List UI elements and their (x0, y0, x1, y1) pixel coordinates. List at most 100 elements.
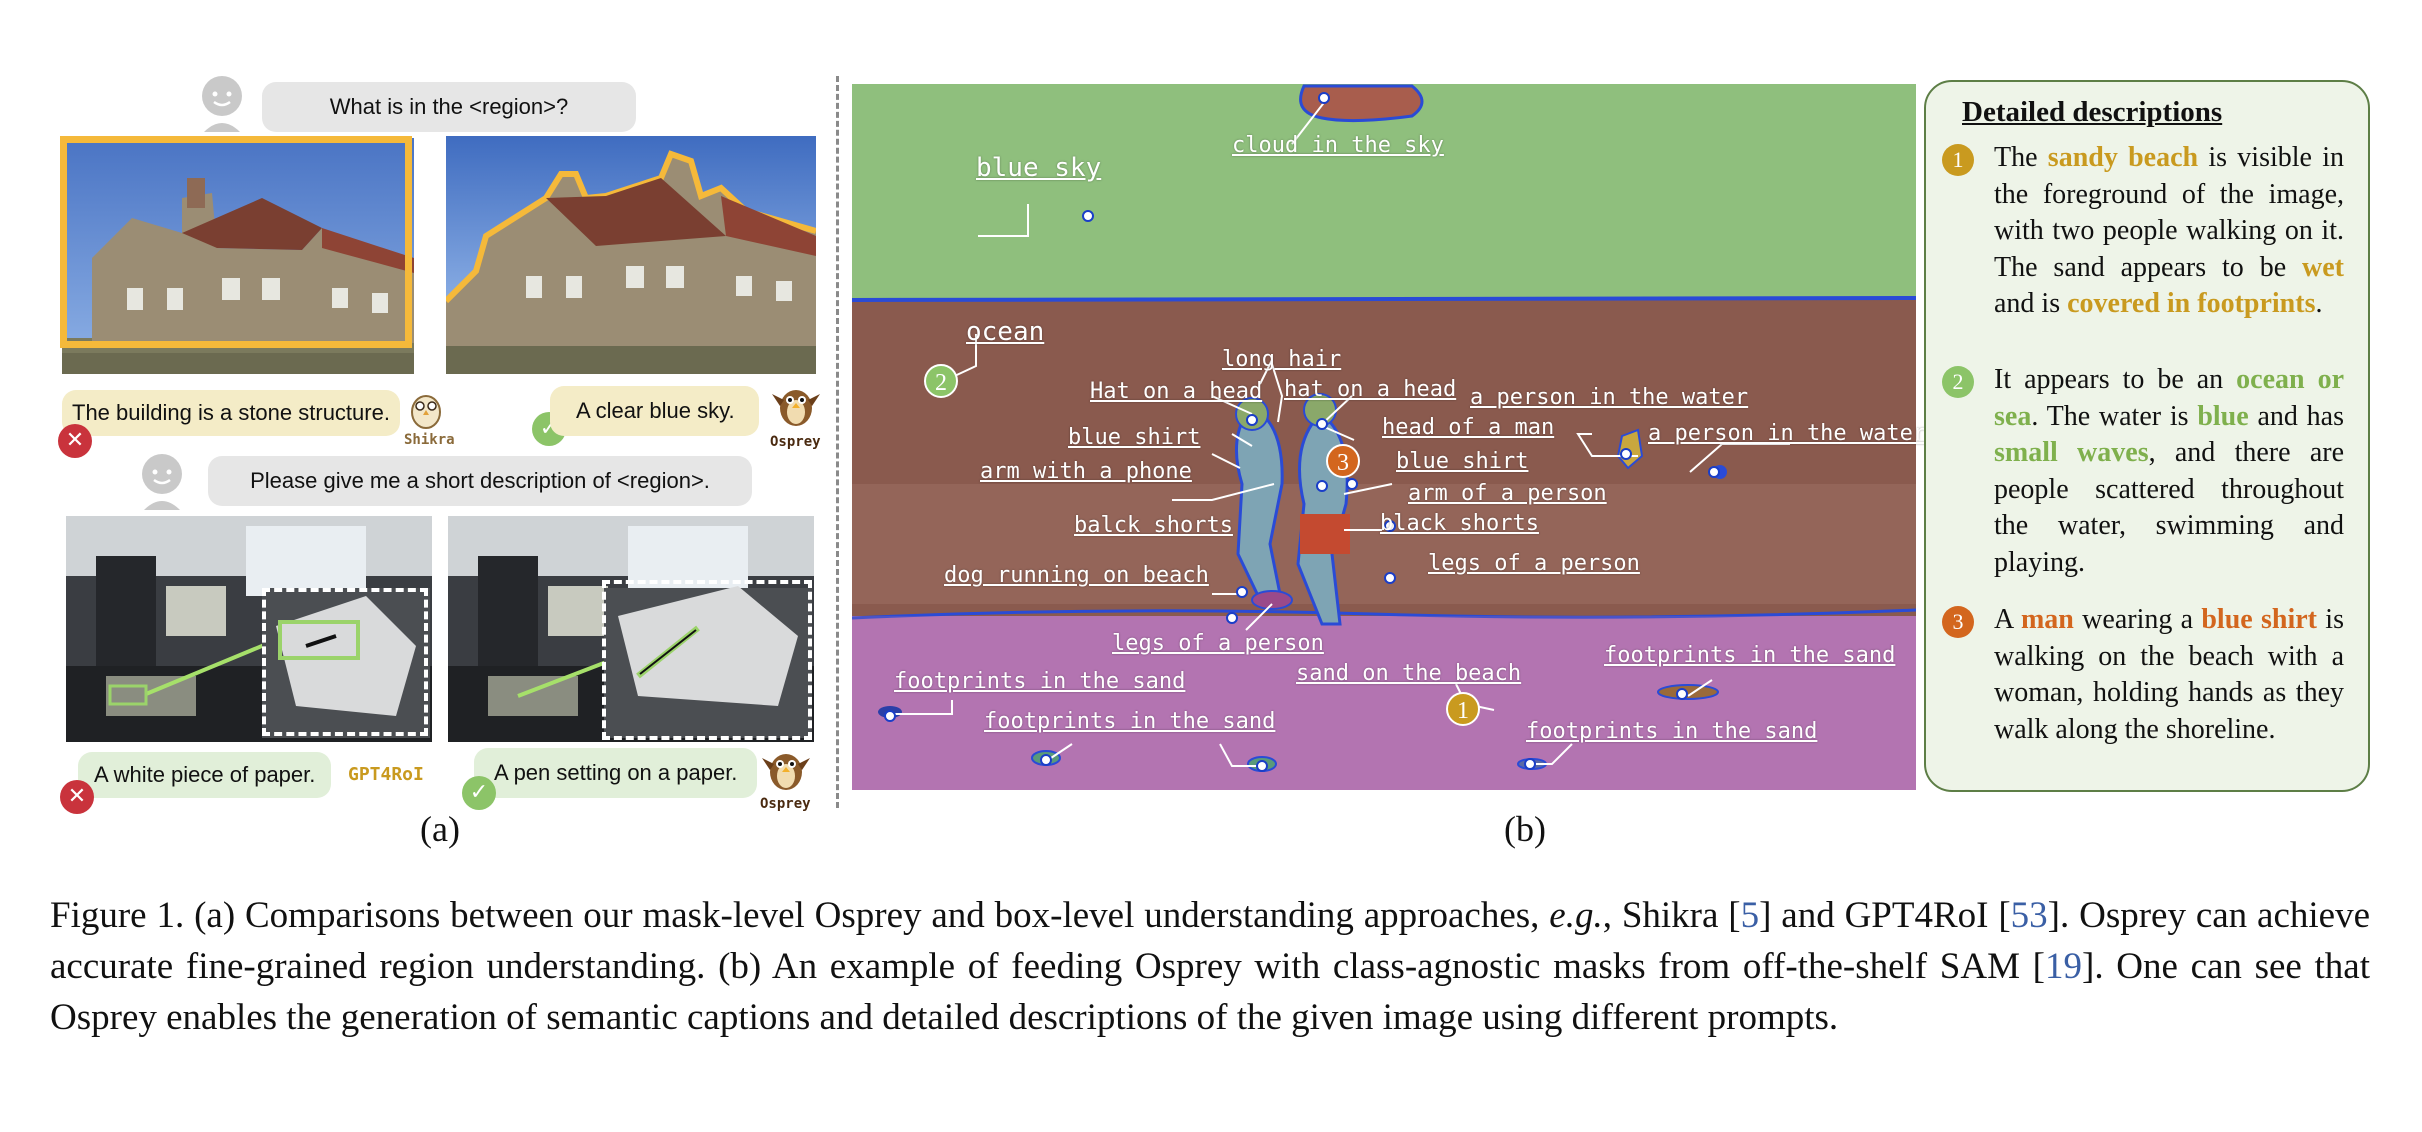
citation-link[interactable]: 19 (2045, 946, 2082, 987)
desc-text: . (2315, 288, 2323, 319)
office-photo-mask (448, 516, 814, 742)
label-hat-1: Hat on a head (1090, 379, 1263, 404)
citation-link[interactable]: 53 (2010, 895, 2048, 936)
orange-bounding-box (60, 136, 412, 348)
label-long-hair: long hair (1222, 347, 1342, 372)
desc-highlight: blue shirt (2201, 604, 2318, 635)
anchor-dot (1318, 92, 1330, 104)
shikra-owl-icon (411, 395, 441, 429)
subfigure-label-b: (b) (1504, 809, 1546, 849)
anchor-dot (1040, 754, 1052, 766)
label-cloud: cloud in the sky (1232, 133, 1444, 158)
description-2: It appears to be an ocean or sea. The wa… (1994, 362, 2344, 581)
gpt4roi-answer-bubble: A white piece of paper. (78, 752, 332, 798)
panel-divider (836, 76, 839, 808)
desc-text: is walking on the beach with a woman, ho… (1994, 604, 2344, 745)
figure-caption: Figure 1. (a) Comparisons between our ma… (50, 890, 2370, 1043)
label-ocean: ocean (966, 317, 1045, 347)
label-footprints-2: footprints in the sand (984, 709, 1276, 734)
office-photo-box (66, 516, 432, 742)
zoom-dashed-frame-left (262, 588, 428, 736)
cross-icon-2: ✕ (60, 780, 94, 814)
label-blue-shirt-1: blue shirt (1068, 425, 1201, 450)
question-bubble-1: What is in the <region>? (262, 82, 636, 132)
desc-highlight: sandy beach (2047, 142, 2199, 173)
building-photo-box (62, 138, 414, 374)
osprey-label-2: Osprey (760, 796, 811, 812)
caption-text: e.g. (1549, 895, 1603, 936)
desc-text: The (1994, 142, 2048, 173)
desc-text: , and there are people scattered through… (1994, 437, 2344, 578)
caption-text: Figure 1. (a) Comparisons between our ma… (50, 895, 1550, 936)
building-image (62, 138, 414, 374)
osprey-answer-bubble-2: A pen setting on a paper. (474, 748, 758, 798)
user-avatar-icon (202, 76, 242, 132)
anchor-dot (1082, 210, 1094, 222)
label-person-water-2: a person in the water (1648, 421, 1927, 446)
caption-text: ]. One can see that Osprey enables the g… (50, 946, 2370, 1038)
desc-highlight: covered in footprints (2067, 288, 2316, 319)
detailed-descriptions-panel: Detailed descriptions 1 The sandy beach … (1924, 80, 2370, 792)
desc-text: and is (1994, 288, 2068, 319)
label-head-man: head of a man (1382, 415, 1555, 440)
marker-2: 2 (924, 364, 958, 398)
caption-text: , Shikra [ (1602, 895, 1741, 936)
panel-title: Detailed descriptions (1962, 96, 2223, 128)
cross-icon: ✕ (58, 424, 92, 458)
label-arm-phone: arm with a phone (980, 459, 1192, 484)
anchor-dot (1316, 480, 1328, 492)
label-balck-shorts: balck shorts (1074, 513, 1233, 538)
label-footprints-4: footprints in the sand (1526, 719, 1818, 744)
desc-number-2: 2 (1942, 366, 1974, 398)
anchor-dot (1246, 414, 1258, 426)
label-dog: dog running on beach (944, 563, 1209, 588)
desc-number-3: 3 (1942, 606, 1974, 638)
osprey-label-1: Osprey (770, 434, 821, 450)
desc-text: and has (2248, 400, 2344, 432)
osprey-bird-icon-2 (762, 754, 810, 790)
caption-text: ] and GPT4RoI [ (1759, 895, 2011, 936)
anchor-dot (884, 710, 896, 722)
label-legs-1: legs of a person (1428, 551, 1640, 576)
desc-highlight: man (2020, 604, 2074, 635)
office-image (66, 516, 432, 742)
desc-text: is visible in the foreground of the imag… (1994, 142, 2345, 283)
description-1: The sandy beach is visible in the foregr… (1994, 140, 2344, 323)
caption-text: ]. Osprey can achieve accurate fine-grai… (50, 895, 2371, 987)
anchor-dot (1256, 760, 1268, 772)
label-person-water-1: a person in the water (1470, 385, 1749, 410)
anchor-dot (1708, 466, 1720, 478)
question-bubble-2: Please give me a short description of <r… (208, 456, 752, 506)
user-avatar-icon-2 (142, 454, 182, 510)
anchor-dot (1384, 572, 1396, 584)
office-image-mask (448, 516, 814, 742)
marker-1: 1 (1446, 692, 1480, 726)
shikra-answer-bubble: The building is a stone structure. (62, 390, 400, 436)
label-legs-2: legs of a person (1112, 631, 1324, 656)
marker-3: 3 (1326, 444, 1360, 478)
check-icon-2: ✓ (462, 776, 496, 810)
anchor-dot (1620, 448, 1632, 460)
label-arm-person: arm of a person (1408, 481, 1607, 506)
shikra-label: Shikra (404, 432, 455, 448)
desc-text: . The water is (2031, 400, 2198, 432)
desc-highlight: ocean or sea (1994, 364, 2344, 432)
subfigure-label-a: (a) (420, 809, 460, 849)
label-black-shorts: black shorts (1380, 511, 1539, 536)
desc-number-1: 1 (1942, 144, 1974, 176)
desc-text: It appears to be an (1994, 364, 2237, 395)
anchor-dot (1316, 418, 1328, 430)
label-sand: sand on the beach (1296, 661, 1522, 686)
desc-highlight: small waves (1994, 437, 2149, 468)
desc-highlight: blue (2197, 400, 2249, 432)
desc-text: A (1994, 604, 2021, 635)
anchor-dot (1226, 612, 1238, 624)
anchor-dot (1236, 586, 1248, 598)
anchor-dot (1346, 478, 1358, 490)
citation-link[interactable]: 5 (1740, 895, 1760, 936)
label-footprints-3: footprints in the sand (1604, 643, 1896, 668)
desc-highlight: wet (2302, 251, 2344, 283)
anchor-dot (1676, 688, 1688, 700)
gpt4roi-label: GPT4RoI (348, 764, 424, 785)
building-photo-mask (446, 136, 816, 374)
